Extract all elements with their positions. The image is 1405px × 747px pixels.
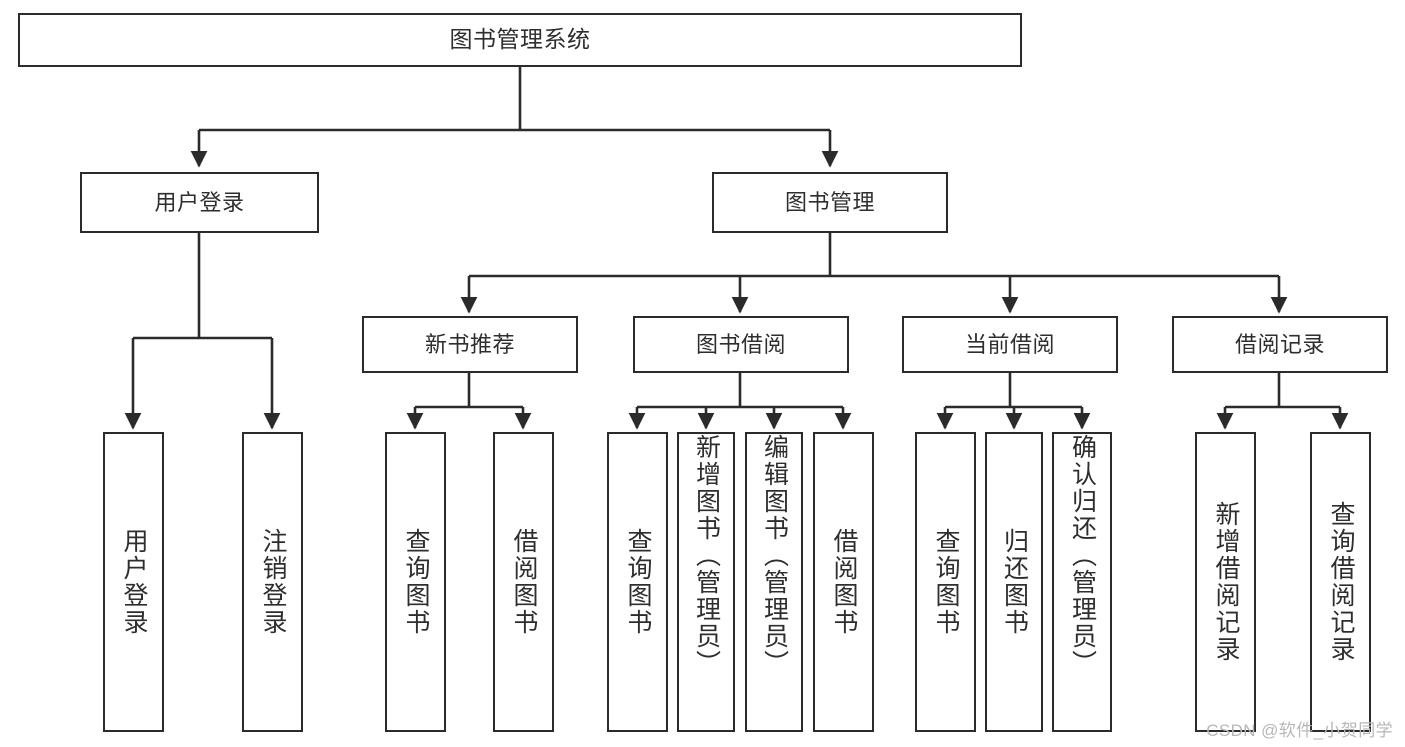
node-label: 注销登录	[259, 528, 287, 636]
node-label: 新增借阅记录	[1212, 501, 1240, 663]
leaf-add-book[interactable]: 新增图书（管理员）	[677, 432, 735, 732]
leaf-edit-book[interactable]: 编辑图书（管理员）	[745, 432, 803, 732]
node-label: 新书推荐	[424, 331, 515, 357]
leaf-user-login[interactable]: 用户登录	[103, 432, 164, 732]
node-label: 新增图书（管理员）	[692, 434, 721, 677]
node-borrow-record[interactable]: 借阅记录	[1172, 316, 1388, 373]
leaf-borrow-book-1[interactable]: 借阅图书	[493, 432, 554, 732]
node-label: 借阅记录	[1234, 331, 1325, 357]
node-label: 归还图书	[1000, 528, 1029, 636]
leaf-confirm-return[interactable]: 确认归还（管理员）	[1052, 432, 1112, 732]
node-label: 查询借阅记录	[1327, 501, 1355, 663]
leaf-query-book-1[interactable]: 查询图书	[385, 432, 446, 732]
node-label: 编辑图书（管理员）	[760, 434, 789, 677]
leaf-query-book-3[interactable]: 查询图书	[915, 432, 976, 732]
node-book-borrow[interactable]: 图书借阅	[633, 316, 849, 373]
leaf-logout-login[interactable]: 注销登录	[242, 432, 303, 732]
leaf-add-record[interactable]: 新增借阅记录	[1195, 432, 1256, 732]
node-label: 借阅图书	[510, 528, 538, 636]
node-label: 图书借阅	[695, 331, 786, 357]
watermark-text: CSDN @软件_小贺同学	[1206, 721, 1393, 740]
node-label: 用户登录	[154, 189, 245, 215]
leaf-return-book[interactable]: 归还图书	[985, 432, 1043, 732]
node-label: 查询图书	[932, 528, 960, 636]
node-label: 图书管理系统	[449, 26, 591, 53]
node-new-book-recommend[interactable]: 新书推荐	[362, 316, 578, 373]
leaf-query-record[interactable]: 查询借阅记录	[1310, 432, 1371, 732]
node-current-borrow[interactable]: 当前借阅	[902, 316, 1118, 373]
leaf-query-book-2[interactable]: 查询图书	[607, 432, 668, 732]
node-label: 确认归还（管理员）	[1068, 434, 1097, 677]
node-label: 用户登录	[120, 528, 148, 636]
node-label: 图书管理	[784, 189, 875, 215]
node-book-management[interactable]: 图书管理	[712, 172, 948, 233]
node-root-system[interactable]: 图书管理系统	[18, 13, 1022, 67]
node-label: 借阅图书	[830, 528, 858, 636]
node-user-login[interactable]: 用户登录	[80, 172, 319, 233]
node-label: 查询图书	[402, 528, 430, 636]
node-label: 查询图书	[624, 528, 652, 636]
node-label: 当前借阅	[964, 331, 1055, 357]
leaf-borrow-book-2[interactable]: 借阅图书	[813, 432, 874, 732]
